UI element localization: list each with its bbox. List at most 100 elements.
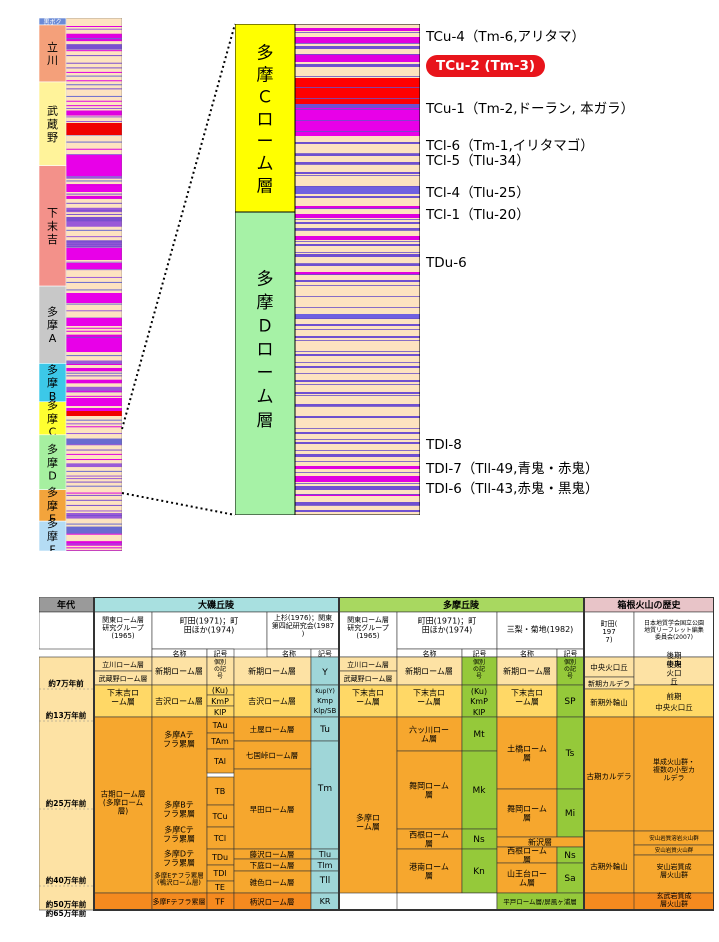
zoom-thin-line	[295, 120, 420, 121]
zoom-guide-top	[121, 23, 236, 430]
tephra-band	[66, 148, 122, 150]
zoom-tephra-band	[295, 272, 420, 275]
zoom-tephra-band	[295, 37, 420, 43]
tephra-band	[66, 336, 122, 338]
cell-tama-code: Kn	[473, 867, 485, 877]
zoom-thin-line	[295, 252, 420, 253]
zoom-tephra-band	[295, 228, 420, 230]
tephra-band	[66, 470, 122, 472]
cell-kobetsu-3: 個別	[564, 658, 576, 666]
cell-code: TAu	[212, 721, 228, 730]
tephra-band	[66, 360, 122, 365]
cell-klp: Klp/SB	[314, 707, 337, 715]
unit-label: 黒ボク	[43, 18, 61, 26]
unit-d-label-char: ー	[257, 364, 274, 384]
unit-label-char: 摩	[47, 529, 58, 543]
zoom-thin-line	[295, 296, 420, 297]
tephra-band	[66, 303, 122, 305]
cell-mitsuki-name: 層	[523, 754, 531, 763]
tephra-band	[66, 229, 122, 231]
cell-kouki-chuo: 丘	[670, 677, 678, 686]
zoom-thin-line	[295, 329, 420, 330]
tephra-band	[66, 543, 122, 545]
zoom-tephra-band	[295, 104, 420, 108]
header-kanto1-text: 研究グループ	[102, 623, 144, 632]
zoom-thin-line	[295, 142, 420, 143]
cell	[461, 684, 498, 718]
cell-code: TE	[214, 883, 225, 892]
zoom-thin-line	[295, 340, 420, 341]
tephra-band	[66, 202, 122, 204]
header-machida3-text: 7)	[605, 636, 612, 644]
tephra-band	[66, 438, 122, 446]
zoom-tephra-band	[295, 510, 420, 512]
tephra-band	[66, 481, 122, 483]
cell	[233, 768, 312, 850]
tephra-band	[66, 177, 122, 179]
unit-label-char: 摩	[47, 498, 58, 512]
unit-label-char: 川	[47, 54, 58, 67]
header-kanto2	[338, 611, 398, 658]
zoom-tephra-band	[295, 502, 420, 505]
zoom-tephra-band	[295, 214, 420, 218]
cell	[310, 740, 340, 850]
tephra-band	[66, 355, 122, 357]
tephra-band	[66, 281, 122, 283]
cell-code: TDu	[211, 853, 228, 862]
zoom-tephra-band	[295, 336, 420, 338]
cell	[310, 684, 340, 718]
tephra-band	[66, 44, 122, 50]
header-japan	[633, 611, 714, 658]
cell-kmp: KmP	[211, 697, 229, 706]
header-machida2-text: 町田(1971)；町	[418, 616, 477, 625]
cell	[151, 656, 208, 686]
unit-label-char: 武	[47, 105, 58, 118]
cell-tama-loam: ーム層	[356, 823, 380, 832]
cell-tachikawa-2: 立川ローム層	[347, 660, 389, 669]
cell	[93, 716, 153, 894]
tephra-label: TDl-8	[426, 437, 462, 454]
unit-label-char: B	[49, 390, 57, 403]
zoom-tephra-band	[295, 96, 420, 104]
cell-kichisawa-u: 吉沢ローム層	[248, 697, 296, 706]
tephra-band	[66, 363, 122, 365]
cell-kouki-chuo: 後期	[667, 650, 682, 660]
tephra-label: TCl-1（Tlu-20）	[426, 207, 530, 224]
cell-mitsuki-code: Ts	[565, 749, 575, 759]
tephra-band	[66, 526, 122, 534]
zoom-thin-line	[295, 87, 420, 88]
cell-tama-b: 多摩Bテ	[164, 799, 194, 809]
zoom-thin-line	[295, 472, 420, 473]
cell-kmp-2: KmP	[470, 697, 488, 706]
cell-mitsuki-code: Sa	[564, 874, 575, 884]
cell-shinki-2: 新期ローム層	[405, 666, 453, 676]
unit-label-char: 蔵	[47, 118, 58, 131]
unit-c-label-char: ロ	[257, 110, 274, 130]
zoom-tephra-band	[295, 454, 420, 457]
tephra-band	[66, 310, 122, 312]
cell-tama-a: 多摩Aテ	[164, 729, 193, 739]
tephra-band	[66, 444, 122, 446]
header-age-blank	[39, 611, 95, 650]
cell-uesugi-name: 雑色ローム層	[250, 877, 295, 887]
cell	[461, 656, 498, 686]
header-japan-text: 日本地質学会国立公園	[644, 619, 704, 627]
tephra-band	[66, 485, 122, 487]
cell	[583, 716, 635, 832]
zoom-tephra-band	[295, 154, 420, 156]
tephra-band	[66, 510, 122, 512]
cell-genbu: 層火山群	[660, 899, 688, 908]
zoom-tephra-band	[295, 366, 420, 368]
header-kanto2-text: (1965)	[356, 632, 380, 640]
cell-code: TAl	[213, 757, 226, 766]
tephra-band	[66, 449, 122, 451]
tephra-band	[66, 419, 122, 421]
unit-d-label-char: ム	[257, 387, 274, 407]
tephra-band	[66, 541, 122, 546]
tephra-band	[66, 289, 122, 291]
tephra-label: TCl-6（Tm-1,イリタマゴ）	[426, 138, 594, 155]
cell-y: Y	[321, 668, 328, 678]
cell-musashino-2: 武蔵野ローム層	[344, 674, 393, 683]
header-kanto2-text: 関東ローム層	[347, 615, 389, 624]
header-kanto1-text: 関東ローム層	[102, 615, 144, 624]
